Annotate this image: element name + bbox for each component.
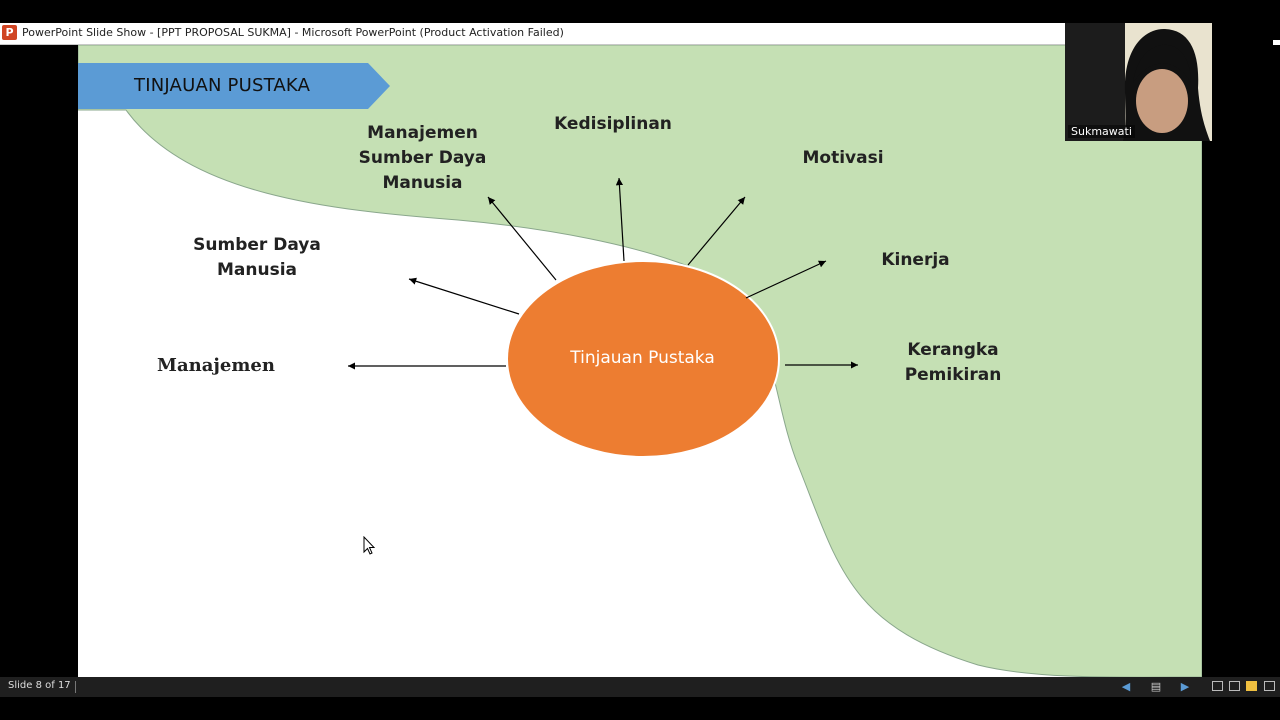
participant-video[interactable]: Sukmawati [1065, 23, 1212, 141]
participant-name: Sukmawati [1068, 125, 1135, 138]
status-bar: Slide 8 of 17 ◀ ▤ ▶ [0, 677, 1280, 697]
concept-kerangka-pemikiran: Kerangka Pemikiran [888, 338, 1018, 388]
reading-view-icon[interactable] [1246, 681, 1257, 691]
arrow-manajemen-sdm [487, 196, 557, 281]
concept-line: Manajemen [367, 123, 478, 143]
center-ellipse [506, 260, 780, 458]
normal-view-icon[interactable] [1212, 681, 1223, 691]
title-banner [78, 63, 390, 109]
arrow-kinerja [745, 260, 827, 299]
concept-line: Kerangka [907, 340, 999, 360]
slide-background-shape [78, 45, 1202, 677]
arrow-motivasi [687, 196, 746, 266]
window-title: PowerPoint Slide Show - [PPT PROPOSAL SU… [22, 26, 564, 39]
center-label: Tinjauan Pustaka [570, 348, 715, 368]
concept-line: Sumber Daya [193, 235, 321, 255]
concept-line: Manusia [382, 173, 463, 193]
status-divider [75, 681, 76, 693]
concept-line: Pemikiran [904, 365, 1002, 385]
arrow-kedisiplinan [615, 177, 625, 262]
concept-line: Manusia [216, 260, 297, 280]
concept-sdm: Sumber Daya Manusia [186, 233, 328, 283]
slide-sorter-icon[interactable] [1229, 681, 1240, 691]
concept-motivasi: Motivasi [802, 148, 884, 168]
window-corner [1273, 40, 1280, 45]
mouse-cursor-icon [363, 536, 376, 555]
concept-manajemen-sdm: Manajemen Sumber Daya Manusia [340, 121, 505, 196]
slide-counter: Slide 8 of 17 [8, 680, 71, 691]
concept-manajemen: Manajemen [157, 355, 275, 376]
window-title-bar: P PowerPoint Slide Show - [PPT PROPOSAL … [0, 23, 1065, 45]
powerpoint-icon: P [2, 25, 17, 40]
slide-canvas[interactable]: TINJAUAN PUSTAKA Tinjauan Pustaka Manaje… [78, 45, 1202, 677]
participant-avatar [1065, 23, 1212, 141]
concept-line: Sumber Daya [358, 148, 487, 168]
concept-kinerja: Kinerja [881, 250, 950, 270]
previous-icon[interactable]: ◀ [1121, 680, 1131, 693]
arrow-sdm [408, 277, 520, 315]
slide-title: TINJAUAN PUSTAKA [134, 75, 311, 96]
concept-kedisiplinan: Kedisiplinan [554, 114, 672, 134]
slide-show-icon[interactable] [1264, 681, 1275, 691]
menu-icon[interactable]: ▤ [1150, 680, 1162, 693]
next-icon[interactable]: ▶ [1180, 680, 1190, 693]
